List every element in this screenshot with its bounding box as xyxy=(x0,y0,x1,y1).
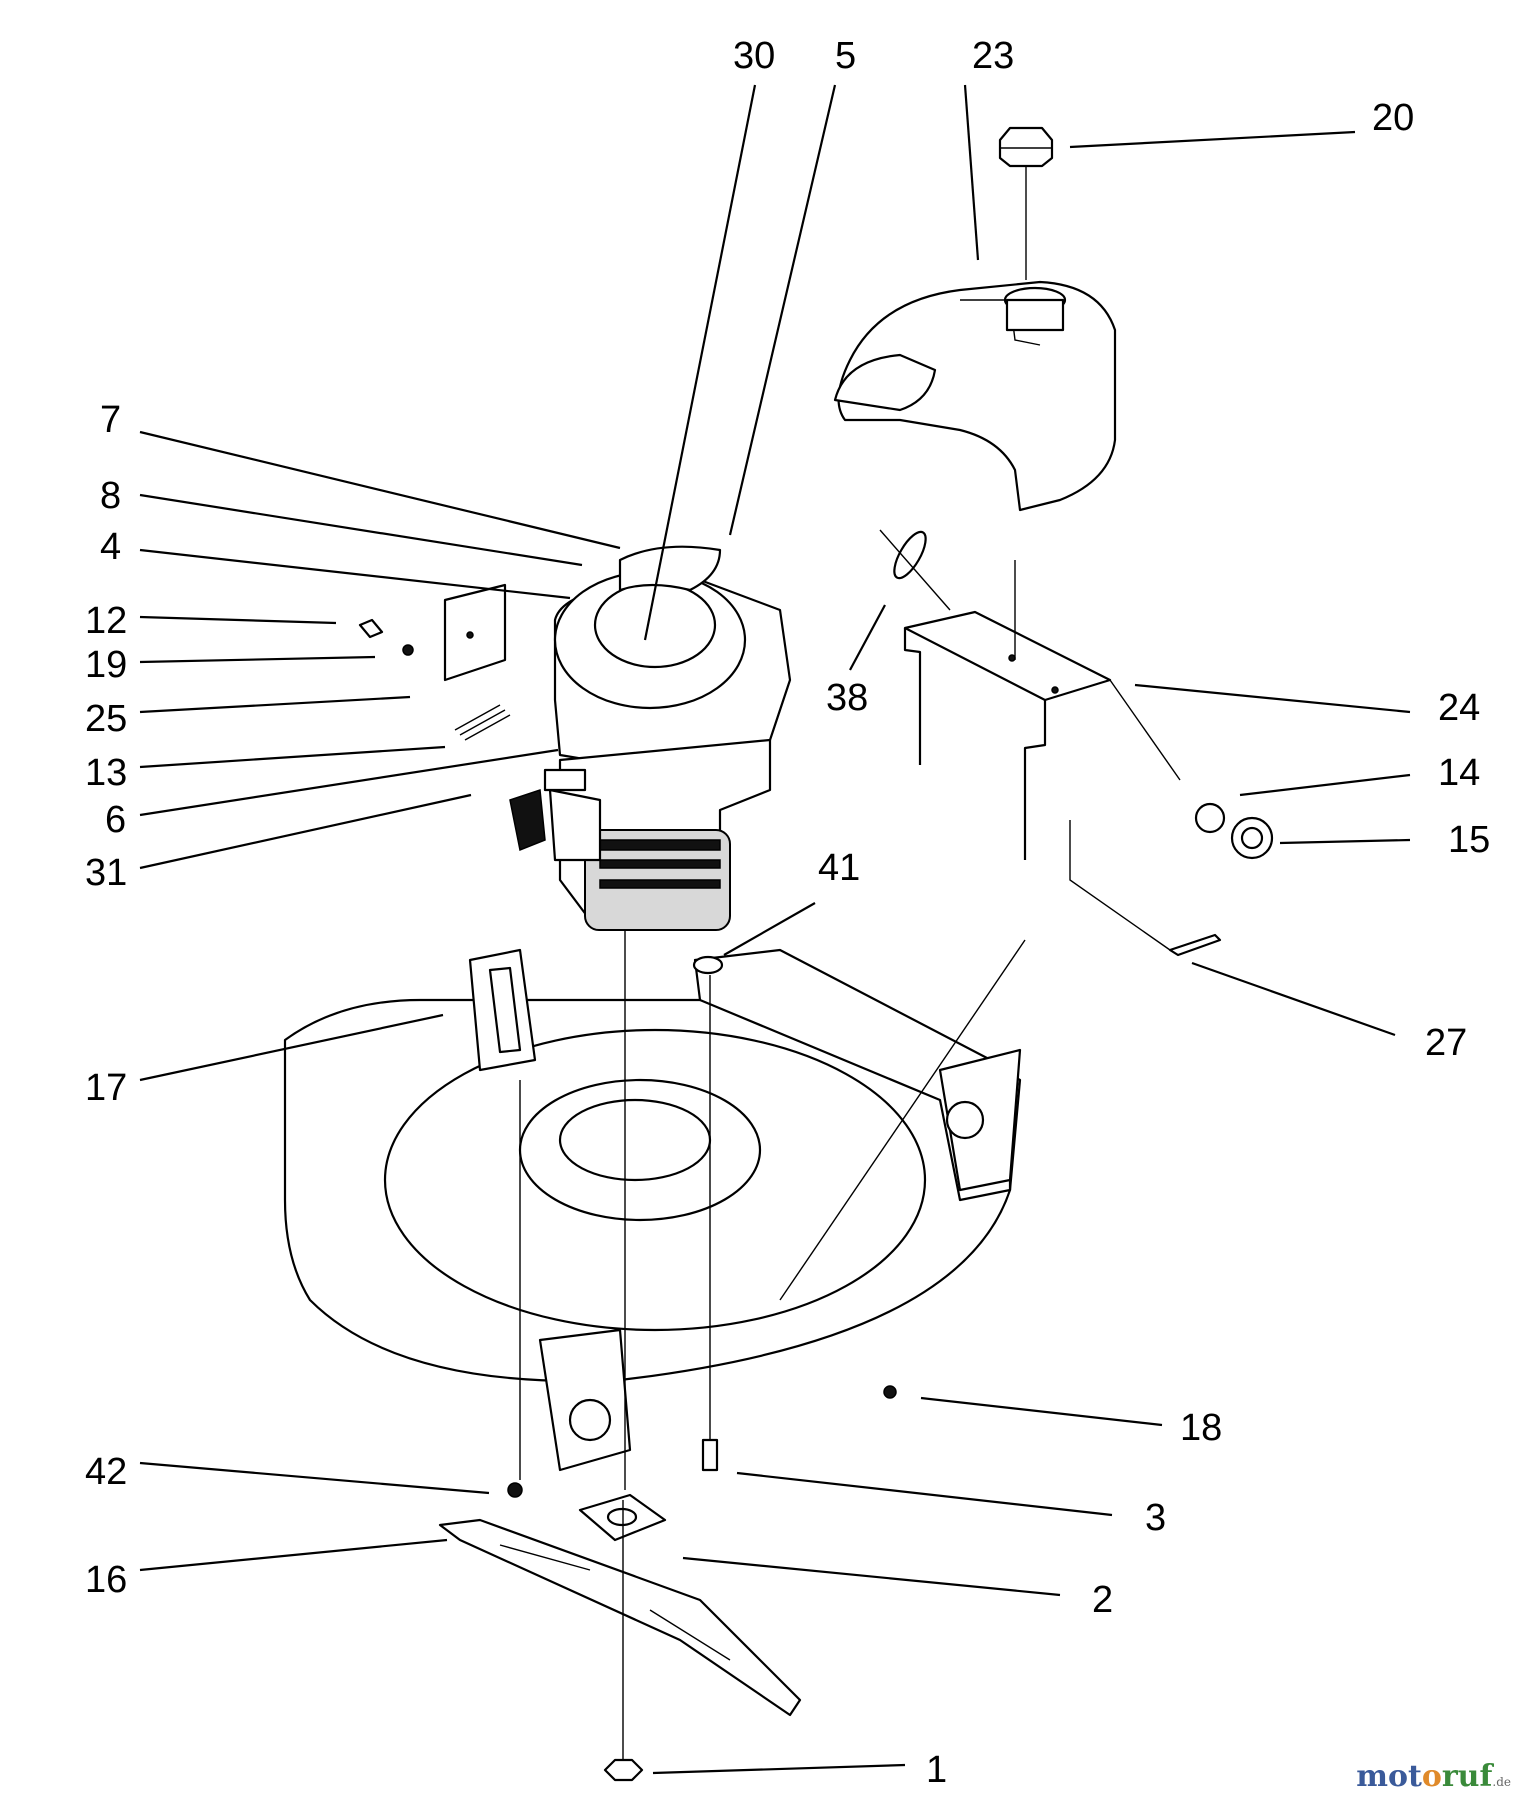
rear-flap xyxy=(468,948,537,1072)
callout-7: 7 xyxy=(100,399,121,441)
hairpin-clip xyxy=(1069,820,1222,957)
spring-clip xyxy=(893,530,927,580)
callout-17: 17 xyxy=(85,1067,127,1109)
callout-12: 12 xyxy=(85,600,127,642)
watermark-suffix: .de xyxy=(1492,1775,1511,1789)
mower-deck xyxy=(283,948,1022,1472)
callout-42: 42 xyxy=(85,1451,127,1493)
watermark-part1: mot xyxy=(1356,1759,1422,1794)
callout-2: 2 xyxy=(1092,1579,1113,1621)
callout-3: 3 xyxy=(1145,1497,1166,1539)
assembly-lines xyxy=(519,529,1026,1760)
callout-31: 31 xyxy=(85,852,127,894)
callout-20: 20 xyxy=(1372,97,1414,139)
callout-6: 6 xyxy=(105,799,126,841)
fuel-tank xyxy=(833,280,1117,512)
fuel-tank-bracket xyxy=(903,560,1181,860)
watermark-logo: motoruf.de xyxy=(1356,1759,1511,1794)
callout-25: 25 xyxy=(85,698,127,740)
callout-24: 24 xyxy=(1438,687,1480,729)
callout-27: 27 xyxy=(1425,1022,1467,1064)
fuel-cap xyxy=(998,126,1054,280)
blade xyxy=(438,1518,802,1717)
callout-1: 1 xyxy=(926,1749,947,1791)
leader-lines xyxy=(139,84,1411,1775)
air-filter-cover xyxy=(443,583,507,682)
callout-16: 16 xyxy=(85,1559,127,1601)
watermark-part2: o xyxy=(1421,1759,1442,1794)
callout-23: 23 xyxy=(972,35,1014,77)
callout-8: 8 xyxy=(100,475,121,517)
callout-14: 14 xyxy=(1438,752,1480,794)
callout-19: 19 xyxy=(85,644,127,686)
watermark-part3: ruf xyxy=(1441,1759,1493,1794)
callout-5: 5 xyxy=(835,35,856,77)
callout-13: 13 xyxy=(85,752,127,794)
callout-38: 38 xyxy=(826,677,868,719)
callout-30: 30 xyxy=(733,35,775,77)
engine xyxy=(509,545,792,931)
hardware xyxy=(507,955,897,1782)
callout-15: 15 xyxy=(1448,819,1490,861)
callout-41: 41 xyxy=(818,847,860,889)
callout-18: 18 xyxy=(1180,1407,1222,1449)
callout-labels: 30 5 23 20 7 8 4 12 19 25 13 6 31 38 24 … xyxy=(85,35,1490,1791)
bolt-and-washer xyxy=(358,618,414,656)
spring xyxy=(454,704,511,741)
knob-and-washer xyxy=(1194,802,1274,860)
callout-4: 4 xyxy=(100,526,121,568)
